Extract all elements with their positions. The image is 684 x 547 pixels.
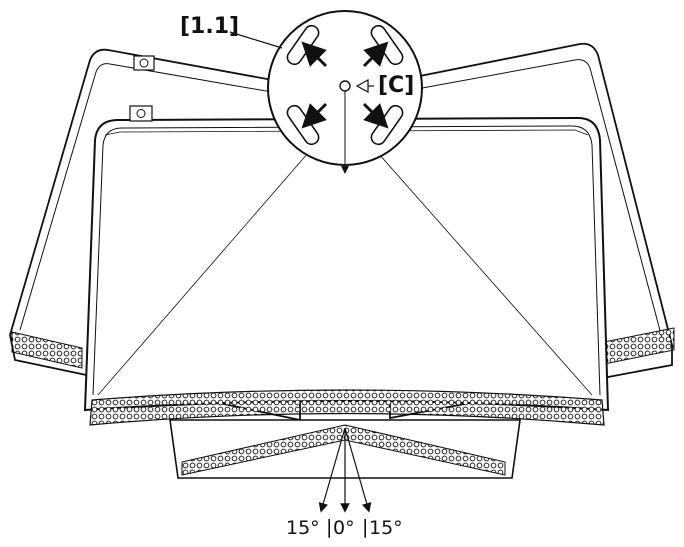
angle-center-label: 0° xyxy=(333,517,355,539)
center-ref-label: [C] xyxy=(378,73,415,98)
perspective-lines xyxy=(97,152,593,396)
cabinet-front xyxy=(83,105,610,426)
tilt-arrow-icon xyxy=(318,427,372,513)
rotate-arrow-icon xyxy=(301,41,389,129)
angle-right-label: 15° xyxy=(369,517,403,539)
bracket-detail-callout xyxy=(229,10,423,174)
angle-separator-right: | xyxy=(362,516,369,538)
angle-separator-left: | xyxy=(326,516,333,538)
bracket-hole-icon xyxy=(129,105,153,122)
callout-leader xyxy=(229,31,283,49)
bracket-hole-icon xyxy=(133,55,155,71)
callout-ref-label: [1.1] xyxy=(180,14,240,39)
angle-left-label: 15° xyxy=(286,517,320,539)
